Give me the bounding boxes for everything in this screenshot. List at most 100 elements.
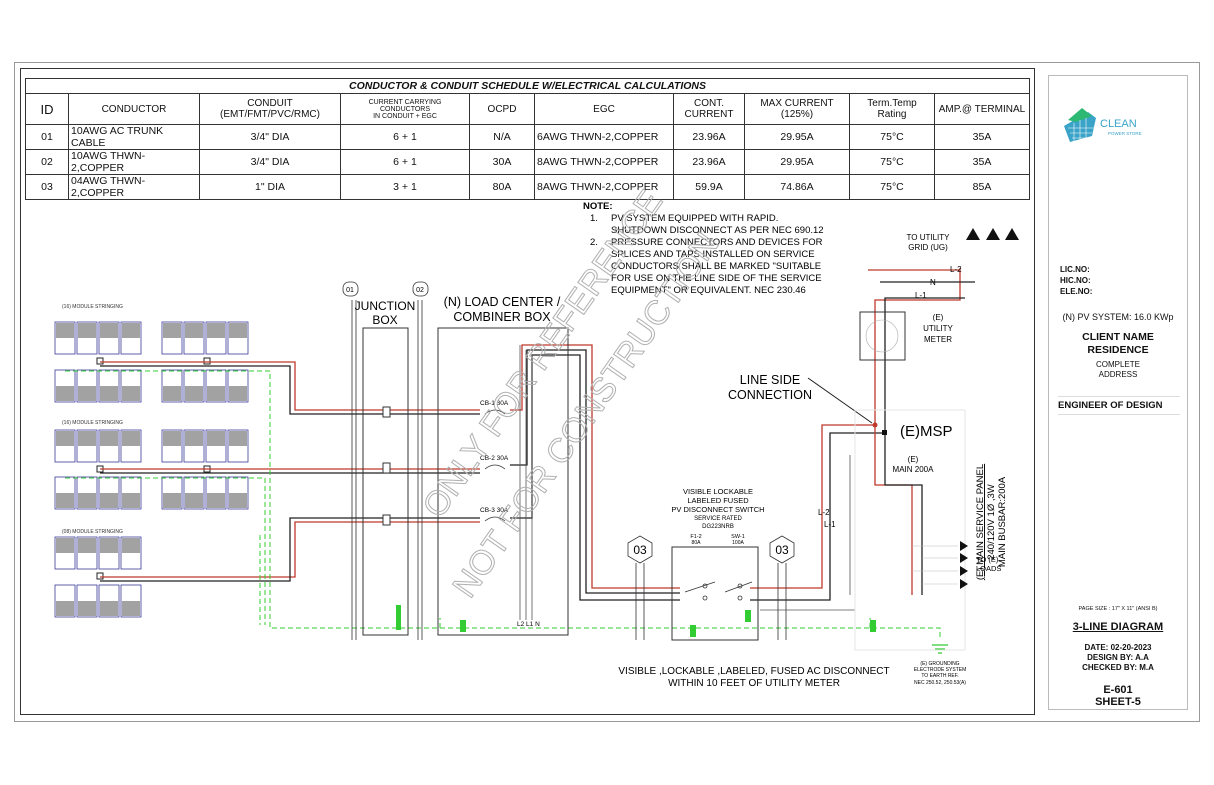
sheet-title: 3-LINE DIAGRAM	[1072, 621, 1164, 633]
pv-module-cells	[122, 601, 140, 616]
note-2-line-4: FOR USE ON THE LINE SIDE OF THE SERVICE	[611, 273, 822, 284]
header-conduit-l1: CONDUIT	[247, 98, 293, 109]
breaker-cb2: CB-2 30A	[480, 455, 509, 462]
panel-spec-1: (E) MAIN SERVICE PANEL	[975, 464, 986, 580]
date: DATE: 02-20-2023	[1084, 643, 1152, 652]
header-ccc-l1: CURRENT CARRYING CONDUCTORS	[368, 98, 442, 113]
header-cont-l2: CURRENT	[684, 109, 734, 120]
pv-module-cells	[207, 431, 225, 446]
title-block	[1048, 75, 1188, 710]
cell: 29.95A	[744, 124, 850, 150]
pv-module-cells	[56, 431, 74, 446]
pv-module-cells	[100, 493, 118, 508]
tag-03-left: 03	[633, 543, 647, 557]
conductor-schedule-table: CONDUCTOR & CONDUIT SCHEDULE W/ELECTRICA…	[25, 78, 1030, 200]
string-label-2: (16) MODULE STRINGING	[62, 420, 123, 426]
fuse-label: F1-2	[690, 534, 701, 540]
pv-module-cells	[229, 386, 247, 401]
pv-module-cells	[100, 431, 118, 446]
disconnect-label-2: LABELED FUSED	[687, 496, 749, 505]
loads-label-2: LOADS	[976, 564, 1001, 573]
drawing-frame	[20, 68, 1035, 715]
pv-module-cells	[185, 493, 203, 508]
disconnect-label-4: SERVICE RATED	[694, 516, 742, 522]
string-junction	[96, 572, 104, 580]
pv-module-cells	[122, 386, 140, 401]
header-amp-terminal: AMP.@ TERMINAL	[934, 93, 1030, 125]
pv-module-cells	[100, 538, 118, 553]
sheet-index: SHEET-5	[1095, 696, 1141, 708]
pv-module-cells	[56, 601, 74, 616]
company-logo: CLEAN POWER STORE	[1062, 108, 1142, 149]
sheet-number: E-601	[1103, 684, 1133, 696]
notes-title: NOTE:	[583, 201, 613, 212]
header-cont-current: CONT.CURRENT	[673, 93, 745, 125]
line-side-label-2: CONNECTION	[728, 388, 812, 402]
watermark: ONLY FOR REFERENCE NOT FOR CONSTRUCTION	[415, 183, 727, 605]
junction-box	[362, 327, 409, 636]
conductor-tags	[342, 281, 795, 564]
junction-box-label-2: BOX	[372, 313, 397, 327]
notes: NOTE: 1. PV SYSTEM EQUIPPED WITH RAPID. …	[583, 201, 824, 296]
ac-disconnect-note-2: WITHIN 10 FEET OF UTILITY METER	[668, 678, 840, 689]
cell: 3 + 1	[340, 174, 470, 200]
header-egc: EGC	[534, 93, 674, 125]
client-name: CLIENT NAME	[1082, 331, 1154, 343]
line-l1-label: L-1	[915, 291, 927, 300]
hic-no: HIC.NO:	[1060, 276, 1091, 285]
logo-subtitle: POWER STORE	[1108, 131, 1142, 136]
pv-module-cells	[229, 431, 247, 446]
grounding-label-3: TO EARTH REF.	[921, 673, 958, 679]
pv-module-cells	[100, 601, 118, 616]
load-center-box	[437, 327, 569, 636]
switch-label: SW-1	[731, 534, 745, 540]
pv-module-cells	[100, 386, 118, 401]
schedule-header-row: ID CONDUCTOR CONDUIT(EMT/FMT/PVC/RMC) CU…	[25, 93, 1030, 125]
string-label-1: (16) MODULE STRINGING	[62, 304, 123, 310]
pv-module-cells	[78, 493, 96, 508]
grounding-label-2: ELECTRODE SYSTEM	[914, 667, 967, 673]
ac-l1-label: L-1	[824, 520, 836, 529]
cell: 23.96A	[673, 149, 745, 175]
pv-disconnect-switch[interactable]	[671, 546, 759, 641]
line-side-label: LINE SIDE	[740, 373, 800, 387]
schedule-title: CONDUCTOR & CONDUIT SCHEDULE W/ELECTRICA…	[25, 78, 1030, 94]
cell: 75°C	[849, 174, 935, 200]
pv-module-cells	[185, 386, 203, 401]
load-center-terminals: L2 L1 N	[517, 621, 540, 628]
load-center-label: (N) LOAD CENTER /	[444, 295, 561, 309]
loads-label: TO (E)	[976, 555, 999, 564]
utility-grid-arrows	[966, 228, 1019, 240]
cell: 75°C	[849, 124, 935, 150]
pv-module-cells	[163, 493, 181, 508]
note-1-num: 1.	[590, 213, 598, 224]
note-2-line-3: CONDUCTORS SHALL BE MARKED "SUITABLE	[611, 261, 821, 272]
cell: 10AWG THWN-2,COPPER	[68, 149, 200, 175]
main-breaker-rating: MAIN 200A	[893, 465, 935, 474]
cell: 30A	[469, 149, 535, 175]
header-term-temp: Term.Temp Rating	[849, 93, 935, 125]
ground-bars	[396, 605, 876, 637]
ele-no: ELE.NO:	[1060, 287, 1093, 296]
tag-02: 02	[416, 287, 424, 294]
pv-module-cells	[78, 538, 96, 553]
panel-spec-3: MAIN BUSBAR:200A	[997, 476, 1008, 567]
cell: 3/4" DIA	[199, 124, 341, 150]
breaker-cb1: CB-1 30A	[480, 400, 509, 407]
cell: 1" DIA	[199, 174, 341, 200]
design-by: DESIGN BY: A.A	[1087, 653, 1149, 662]
pv-module-cells	[56, 538, 74, 553]
cell: 74.86A	[744, 174, 850, 200]
pv-module-cells	[163, 386, 181, 401]
msp-enclosure	[854, 409, 966, 651]
fuse-rating: 80A	[692, 540, 702, 546]
header-ccc-l2: IN CONDUIT + EGC	[373, 112, 437, 120]
logo-name: CLEAN	[1100, 118, 1137, 130]
cell: 23.96A	[673, 124, 745, 150]
pv-module-cells	[78, 386, 96, 401]
msp-label: (E)MSP	[900, 423, 953, 440]
address-line-1: COMPLETE	[1095, 360, 1140, 369]
pv-module-cells	[122, 431, 140, 446]
